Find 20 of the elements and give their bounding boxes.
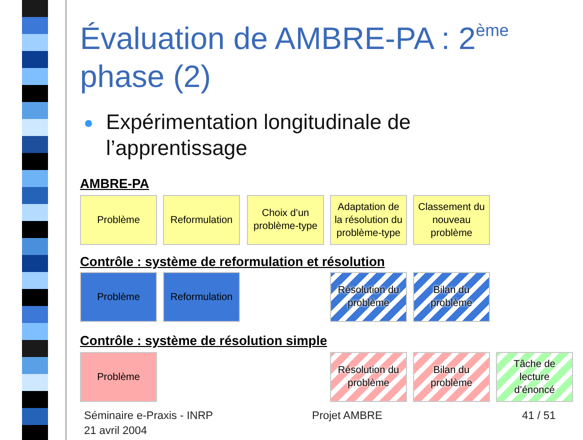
page-number: 41 / 51 <box>522 410 556 422</box>
step-box: Tâche de lecture d’énoncé <box>496 352 573 402</box>
footer-date: 21 avril 2004 <box>84 425 147 437</box>
section-heading: Contrôle : système de reformulation et résolution <box>80 254 385 269</box>
step-box: Choix d’un problème-type <box>247 195 324 245</box>
step-box: Problème <box>80 352 157 402</box>
step-box: Problème <box>80 272 157 322</box>
step-box: Bilan du problème <box>413 352 490 402</box>
footer-text: Projet AMBRE <box>312 410 382 422</box>
section-heading: Contrôle : système de résolution simple <box>80 333 328 348</box>
step-box: Reformulation <box>163 272 240 322</box>
step-box: Reformulation <box>163 195 240 245</box>
step-box: Adaptation de la résolution du problème-type <box>330 195 407 245</box>
step-box: Problème <box>80 195 157 245</box>
slide-title: Évaluation de AMBRE-PA : 2$^{ème}$ phase (2) <box>80 20 510 96</box>
footer-text: Séminaire e-Praxis - INRP <box>84 410 213 422</box>
step-box: Résolution du problème <box>330 352 407 402</box>
section-heading: AMBRE-PA <box>80 176 150 191</box>
bullet-text: Expérimentation longitudinale de l’apprentissage <box>106 110 412 162</box>
step-box: Classement du nouveau problème <box>413 195 490 245</box>
